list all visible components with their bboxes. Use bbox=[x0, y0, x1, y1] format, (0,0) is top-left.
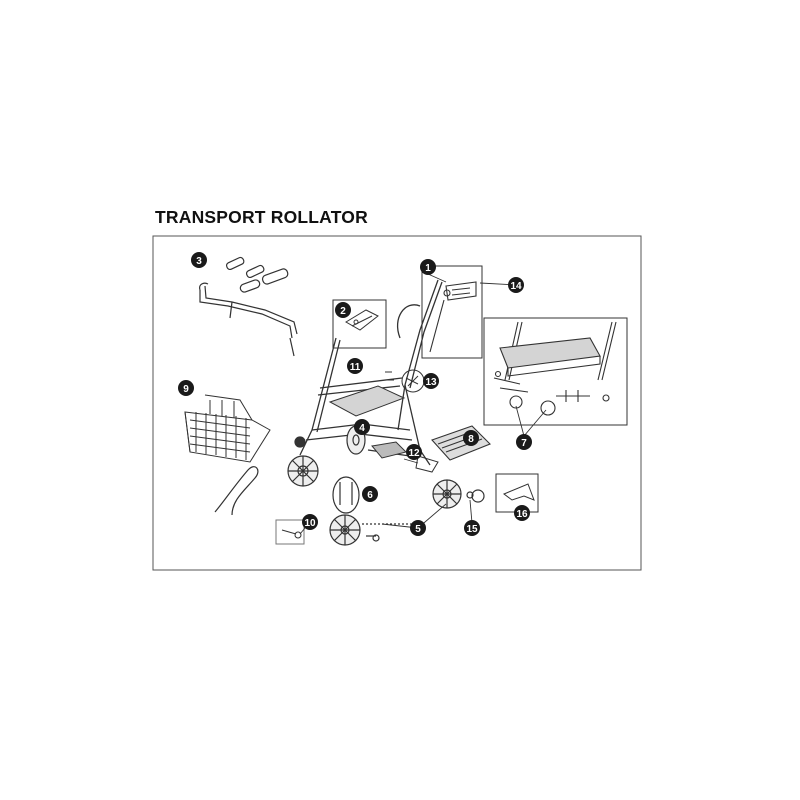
svg-text:12: 12 bbox=[408, 448, 420, 459]
handle-bar-assembly bbox=[199, 256, 298, 357]
brake-lever-detail bbox=[345, 309, 379, 331]
inset-brake-lever bbox=[332, 299, 387, 349]
svg-text:4: 4 bbox=[359, 423, 365, 434]
svg-text:1: 1 bbox=[425, 263, 431, 274]
callout-14: 14 bbox=[508, 277, 524, 293]
callout-9: 9 bbox=[178, 380, 194, 396]
diagram-title: TRANSPORT ROLLATOR bbox=[155, 207, 368, 227]
seat-detail bbox=[493, 321, 617, 416]
callout-2: 2 bbox=[335, 302, 351, 318]
callout-16: 16 bbox=[514, 505, 530, 521]
inset-handle-brake bbox=[421, 265, 483, 359]
inset-seat-detail bbox=[483, 317, 628, 426]
callout-15: 15 bbox=[464, 520, 480, 536]
callout-1: 1 bbox=[420, 259, 436, 275]
callout-5: 5 bbox=[410, 520, 426, 536]
caster-wheel-assembly bbox=[329, 476, 412, 546]
footplate bbox=[431, 425, 491, 461]
diagram-frame bbox=[152, 235, 642, 571]
frame-front-wheel bbox=[287, 436, 319, 487]
brake-cable bbox=[214, 466, 259, 516]
callout-12: 12 bbox=[406, 444, 422, 460]
svg-text:2: 2 bbox=[340, 306, 346, 317]
svg-text:9: 9 bbox=[183, 384, 189, 395]
svg-text:14: 14 bbox=[510, 281, 522, 292]
basket bbox=[184, 394, 271, 463]
svg-text:6: 6 bbox=[367, 490, 373, 501]
callout-7: 7 bbox=[516, 434, 532, 450]
seat bbox=[328, 385, 406, 417]
svg-text:13: 13 bbox=[425, 377, 437, 388]
callout-3: 3 bbox=[191, 252, 207, 268]
svg-text:7: 7 bbox=[521, 438, 527, 449]
svg-text:11: 11 bbox=[350, 362, 361, 373]
svg-text:3: 3 bbox=[196, 256, 202, 267]
svg-text:8: 8 bbox=[468, 434, 474, 445]
callout-13: 13 bbox=[423, 373, 439, 389]
callout-11: 11 bbox=[347, 358, 363, 374]
svg-text:10: 10 bbox=[304, 518, 316, 529]
bolt-part bbox=[275, 519, 305, 545]
callout-6: 6 bbox=[362, 486, 378, 502]
callout-10: 10 bbox=[302, 514, 318, 530]
brake-plate bbox=[503, 483, 535, 501]
svg-text:15: 15 bbox=[466, 524, 478, 535]
callout-8: 8 bbox=[463, 430, 479, 446]
callout-4: 4 bbox=[354, 419, 370, 435]
rear-wheel bbox=[432, 479, 485, 509]
brake-parts bbox=[385, 369, 439, 473]
handle-brake-detail bbox=[429, 281, 477, 353]
footrest bbox=[371, 441, 407, 459]
svg-text:5: 5 bbox=[415, 524, 421, 535]
svg-text:16: 16 bbox=[516, 509, 528, 520]
